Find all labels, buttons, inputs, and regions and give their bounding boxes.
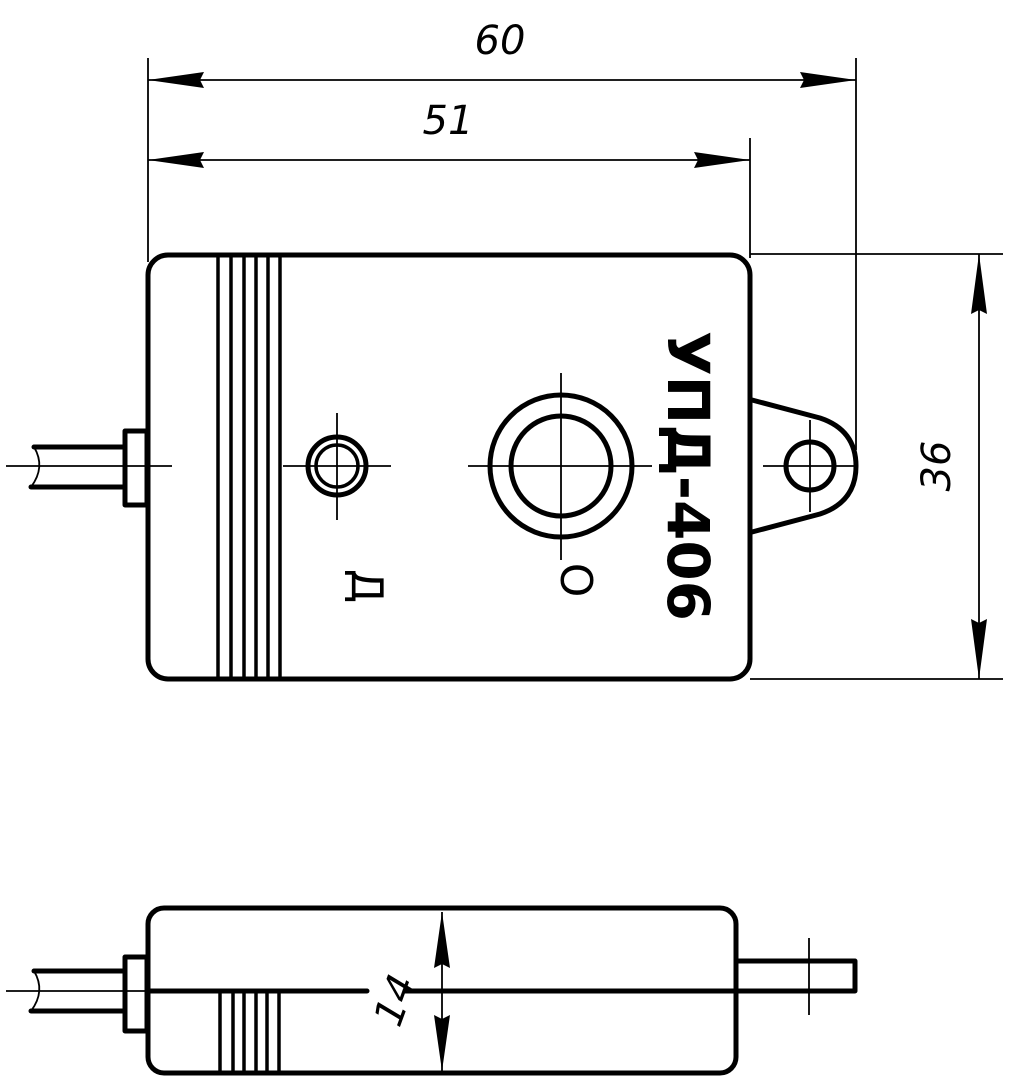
side-cable-gland [122, 954, 150, 1034]
side-view: 14 [6, 905, 858, 1076]
arrow-down-icon [971, 619, 987, 679]
dimension-51: 51 [148, 98, 750, 168]
mounting-lug [749, 397, 859, 535]
cable-gland [122, 428, 150, 508]
arrow-down-icon [434, 1015, 450, 1071]
dimension-14-label: 14 [365, 969, 426, 1033]
side-mounting-lug [735, 938, 858, 1015]
indicator-d-label: Д [341, 569, 392, 603]
indicator-led-d: Д [283, 413, 392, 603]
indicator-o-label: О [550, 563, 601, 598]
arrow-up-icon [434, 912, 450, 968]
dimension-36-label: 36 [914, 441, 960, 492]
dimension-51-label: 51 [423, 98, 474, 144]
grip-ribs [216, 256, 282, 678]
cable-break-line [30, 446, 41, 488]
side-grip-ribs [218, 993, 281, 1072]
dimension-36: 36 [914, 254, 987, 679]
arrow-up-icon [971, 254, 987, 314]
cable-assembly [6, 428, 172, 508]
dimension-60-label: 60 [475, 18, 526, 64]
indicator-led-o: О [468, 373, 652, 597]
model-label: УПД-406 [654, 331, 722, 621]
arrow-right-icon [800, 72, 856, 88]
dimension-60: 60 [148, 18, 856, 88]
top-view: 60 51 36 [6, 18, 1003, 682]
arrow-right-icon [694, 152, 750, 168]
arrow-left-icon [148, 72, 204, 88]
side-cable-assembly [6, 954, 150, 1034]
arrow-left-icon [148, 152, 204, 168]
